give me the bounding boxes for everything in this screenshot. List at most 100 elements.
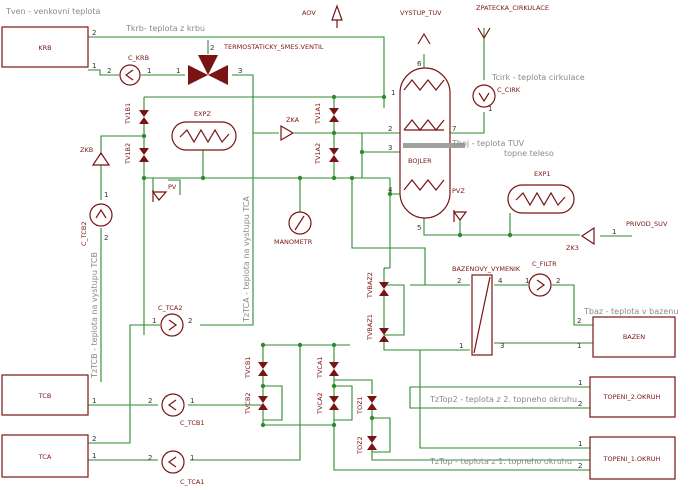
tven-label: Tven - venkovni teplota [5, 7, 101, 16]
pin-number: 2 [578, 462, 582, 470]
tkrb-label: Tkrb- teplota z krbu [125, 24, 205, 33]
tztcb-label: TzTCB - teplota na vystupu TCB [90, 252, 99, 379]
pump-c-cirk: C_CIRK [472, 84, 521, 108]
pin-number: 2 [457, 277, 461, 285]
c-cirk-label: C_CIRK [497, 86, 521, 94]
valve-tv1b1: TV1B1 [124, 103, 149, 125]
pin-number: 3 [388, 144, 392, 152]
pin-numbers: 2 1 2 1 1 3 2 1 2 3 4 6 7 5 1 2 4 1 3 1 … [92, 29, 616, 470]
thermostatic-mixing-valve: TERMOSTATICKY_SMES.VENTIL [188, 43, 324, 85]
tv1b2-label: TV1B2 [124, 143, 132, 165]
junction-dots [141, 94, 513, 428]
tca-box: TCA [1, 434, 89, 478]
pump-c-krb: C_KRB [119, 54, 149, 86]
tvbaz1-label: TVBAZ1 [366, 314, 374, 341]
valve-tvbaz2: TVBAZ2 [366, 272, 389, 299]
valve-toz1: TOZ1 [356, 396, 377, 415]
vystup-tuv-label: VYSTUP_TUV [400, 9, 442, 17]
check-valve-zk3: ZK3 [566, 226, 595, 252]
pin-number: 1 [190, 397, 194, 405]
pin-number: 1 [92, 62, 96, 70]
bazen-label: BAZEN [623, 333, 645, 341]
pin-number: 1 [176, 67, 180, 75]
tcirk-label: Tcirk - teplota cirkulace [491, 73, 585, 82]
pin-number: 2 [104, 234, 108, 242]
bazen-box: BAZEN [592, 316, 676, 358]
tvca1-label: TVCA1 [316, 356, 324, 379]
topne-label: topne teleso [504, 149, 554, 158]
pin-number: 1 [459, 342, 463, 350]
valve-tvca2: TVCA2 [316, 392, 339, 415]
tv1a2-label: TV1A2 [314, 143, 322, 165]
c-krb-label: C_KRB [128, 54, 149, 62]
bojler-label: BOJLER [408, 157, 432, 165]
pin-number: 1 [578, 440, 582, 448]
tcb-box: TCB [1, 374, 89, 416]
c-tca1-label: C_TCA1 [180, 478, 205, 486]
valve-tv1b2: TV1B2 [124, 143, 149, 165]
pin-number: 2 [107, 67, 111, 75]
pin-number: 1 [92, 452, 96, 460]
c-tcb2-label: C_TCB2 [80, 221, 88, 246]
expansion-vessel-expz: EXPZ [171, 110, 237, 151]
privod-suv-arrow: PRIVOD_SUV [626, 220, 668, 228]
valve-tvcb1: TVCB1 [244, 356, 268, 379]
topeni1-label: TOPENI_1.OKRUH [603, 455, 661, 463]
tv1b1-label: TV1B1 [124, 103, 132, 125]
tztop2-label: TzTop2 - teplota z 2. topneho okruhu [429, 395, 577, 404]
pin-number: 4 [498, 277, 503, 285]
temperature-labels: Tven - venkovni teplota Tkrb- teplota z … [5, 7, 678, 466]
valve-tv1a2: TV1A2 [314, 143, 339, 165]
zk3-label: ZK3 [566, 244, 579, 252]
pin-number: 6 [417, 60, 422, 68]
termo-label: TERMOSTATICKY_SMES.VENTIL [223, 43, 324, 51]
valve-tvca1: TVCA1 [316, 356, 339, 379]
c-tcb1-label: C_TCB1 [180, 419, 205, 427]
krb-label: KRB [38, 44, 51, 52]
pin-number: 1 [152, 317, 156, 325]
pump-c-filtr: C_FILTR [528, 260, 557, 297]
pv-label: PV [168, 183, 177, 191]
valve-toz2: TOZ2 [356, 436, 377, 455]
zpatecka-label: ZPATECKA_CIRKULACE [476, 4, 549, 12]
topeni1-box: TOPENI_1.OKRUH [589, 436, 676, 480]
bazen-vymenik-label: BAZENOVY_VYMENIK [452, 265, 521, 273]
pin-number: 2 [556, 277, 560, 285]
relief-valve-pvz: PVZ [452, 187, 468, 222]
tv1a1-label: TV1A1 [314, 103, 322, 125]
pin-number: 5 [417, 224, 421, 232]
pvz-label: PVZ [452, 187, 465, 195]
aov-label: AOV [302, 9, 316, 17]
pin-number: 1 [612, 228, 616, 236]
pin-number: 1 [488, 105, 492, 113]
krb-box: KRB [1, 26, 89, 68]
tvcb1-label: TVCB1 [244, 356, 252, 379]
pin-number: 2 [210, 44, 214, 52]
valve-tvbaz1: TVBAZ1 [366, 314, 389, 342]
pump-c-tca2: C_TCA2 [158, 304, 184, 337]
pin-number: 3 [238, 67, 242, 75]
pin-number: 7 [452, 125, 456, 133]
valve-tv1a1: TV1A1 [314, 103, 339, 125]
pin-number: 2 [188, 317, 192, 325]
zpatecka-arrow: ZPATECKA_CIRKULACE [476, 4, 549, 40]
pin-number: 1 [92, 397, 96, 405]
tboj-label: Tboj - teplota TUV [451, 139, 525, 148]
tztop-label: TzTop - teplota z 1. topneho okruhu [429, 457, 572, 466]
manometer: MANOMETR [274, 211, 313, 246]
pin-number: 1 [104, 191, 108, 199]
zkb-label: ZKB [80, 146, 93, 154]
valve-tvcb2: TVCB2 [244, 392, 268, 415]
pin-number: 2 [92, 435, 96, 443]
tbaz-label: Tbaz - teplota v bazenu [583, 307, 678, 316]
pin-number: 4 [388, 186, 393, 194]
pool-heat-exchanger: BAZENOVY_VYMENIK [452, 265, 521, 356]
pump-c-tcb1: C_TCB1 [161, 393, 205, 427]
c-filtr-label: C_FILTR [532, 260, 557, 268]
tztca-label: TzTCA - teplota na vystupu TCA [242, 196, 251, 323]
topeni2-label: TOPENI_2.OKRUH [603, 393, 661, 401]
pin-number: 1 [578, 379, 582, 387]
check-valve-zkb: ZKB [80, 146, 111, 166]
